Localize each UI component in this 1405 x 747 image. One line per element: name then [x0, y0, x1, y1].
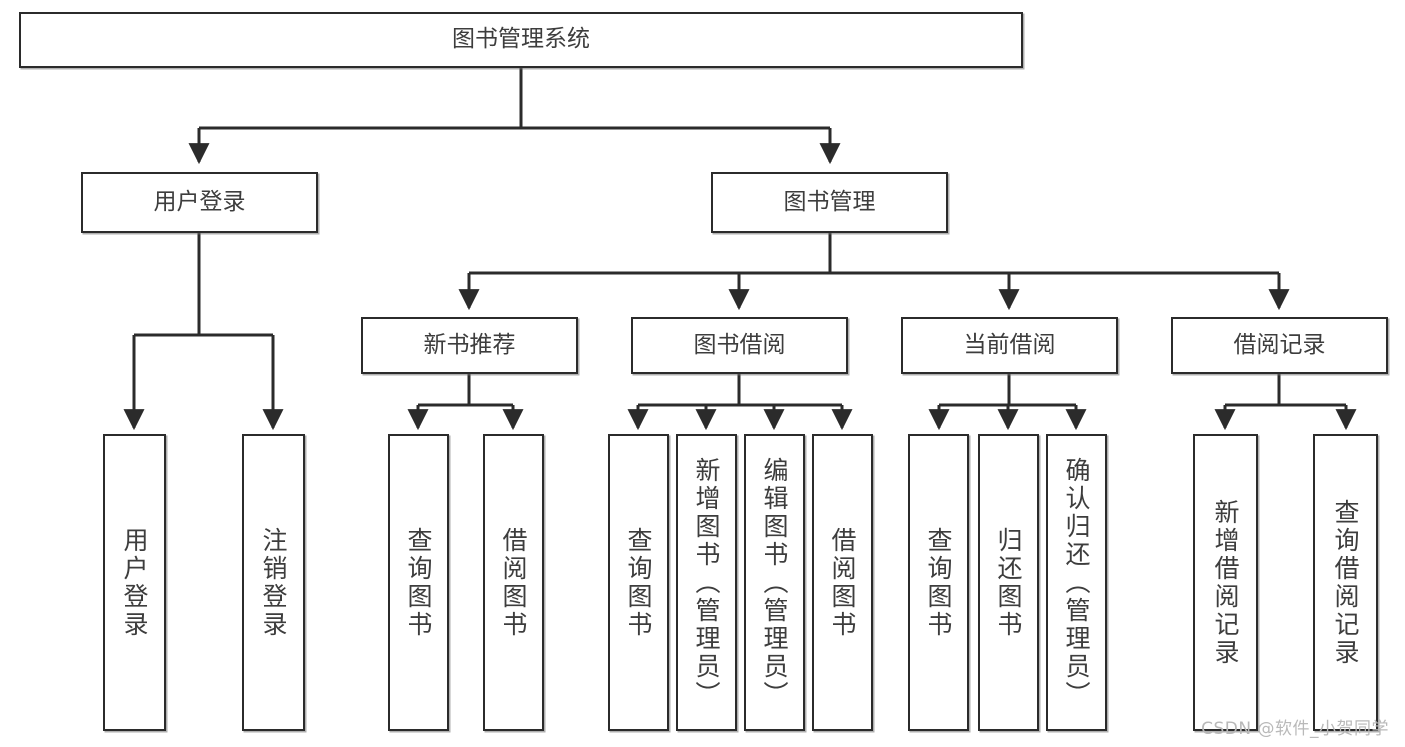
- leaf-current-borrow-query-label: 查询图书: [924, 526, 953, 639]
- node-new-book-recommend[interactable]: 新书推荐: [361, 317, 578, 374]
- node-book-management-label: 图书管理: [783, 188, 876, 215]
- leaf-book-borrow-query-label: 查询图书: [624, 526, 653, 639]
- leaf-current-borrow-query[interactable]: 查询图书: [908, 434, 969, 731]
- node-book-management[interactable]: 图书管理: [711, 172, 948, 233]
- leaf-user-login-signout[interactable]: 注销登录: [242, 434, 305, 731]
- leaf-user-login-signin-label: 用户登录: [120, 526, 149, 639]
- node-user-login[interactable]: 用户登录: [81, 172, 318, 233]
- leaf-book-borrow-query[interactable]: 查询图书: [608, 434, 669, 731]
- node-current-borrow[interactable]: 当前借阅: [901, 317, 1118, 374]
- leaf-borrow-record-add[interactable]: 新增借阅记录: [1193, 434, 1258, 731]
- leaf-borrow-record-add-label: 新增借阅记录: [1211, 498, 1240, 667]
- node-book-borrow[interactable]: 图书借阅: [631, 317, 848, 374]
- leaf-current-borrow-confirm[interactable]: 确认归还（管理员）: [1046, 434, 1107, 731]
- leaf-borrow-record-query[interactable]: 查询借阅记录: [1313, 434, 1378, 731]
- node-borrow-record[interactable]: 借阅记录: [1171, 317, 1388, 374]
- leaf-borrow-record-query-label: 查询借阅记录: [1331, 498, 1360, 667]
- leaf-book-borrow-add-label: 新增图书（管理员）: [692, 456, 721, 709]
- leaf-current-borrow-return[interactable]: 归还图书: [978, 434, 1039, 731]
- leaf-user-login-signin[interactable]: 用户登录: [103, 434, 166, 731]
- node-borrow-record-label: 借阅记录: [1233, 331, 1326, 358]
- node-new-book-recommend-label: 新书推荐: [423, 331, 516, 358]
- leaf-new-book-borrow-label: 借阅图书: [499, 526, 528, 639]
- node-book-borrow-label: 图书借阅: [693, 331, 786, 358]
- leaf-current-borrow-confirm-label: 确认归还（管理员）: [1062, 456, 1091, 709]
- node-current-borrow-label: 当前借阅: [963, 331, 1056, 358]
- leaf-new-book-borrow[interactable]: 借阅图书: [483, 434, 544, 731]
- node-root-label: 图书管理系统: [452, 26, 590, 53]
- leaf-book-borrow-borrow-label: 借阅图书: [828, 526, 857, 639]
- leaf-book-borrow-edit-label: 编辑图书（管理员）: [760, 456, 789, 709]
- node-root[interactable]: 图书管理系统: [19, 12, 1023, 68]
- leaf-book-borrow-edit[interactable]: 编辑图书（管理员）: [744, 434, 805, 731]
- leaf-new-book-query[interactable]: 查询图书: [388, 434, 449, 731]
- leaf-user-login-signout-label: 注销登录: [259, 526, 288, 639]
- leaf-book-borrow-borrow[interactable]: 借阅图书: [812, 434, 873, 731]
- leaf-new-book-query-label: 查询图书: [404, 526, 433, 639]
- leaf-current-borrow-return-label: 归还图书: [994, 526, 1023, 639]
- leaf-book-borrow-add[interactable]: 新增图书（管理员）: [676, 434, 737, 731]
- node-user-login-label: 用户登录: [153, 188, 246, 215]
